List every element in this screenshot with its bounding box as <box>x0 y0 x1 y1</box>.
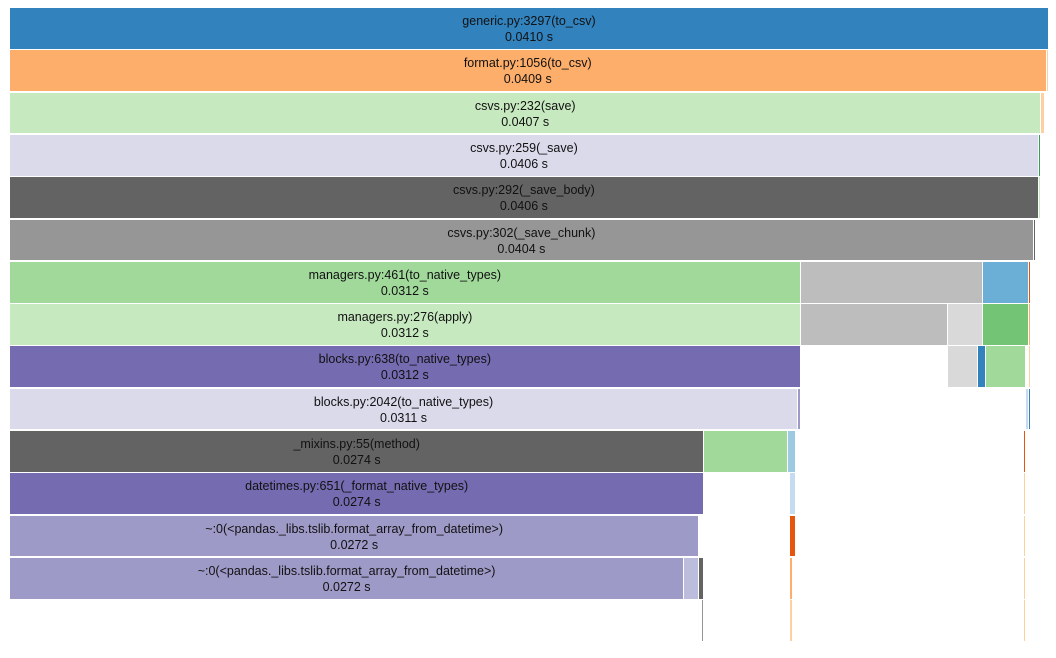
frame-function-label: managers.py:276(apply) <box>337 310 473 325</box>
flame-frame-unlabeled[interactable] <box>1023 600 1026 641</box>
flame-frame-unlabeled[interactable] <box>790 557 793 599</box>
flame-frame[interactable]: blocks.py:638(to_native_types)0.0312 s <box>10 346 800 388</box>
flame-frame-unlabeled[interactable] <box>1028 346 1031 388</box>
flame-frame-unlabeled[interactable] <box>1038 134 1041 176</box>
flame-frame-unlabeled[interactable] <box>947 304 983 345</box>
frame-function-label: managers.py:461(to_native_types) <box>308 267 502 282</box>
frame-function-label: blocks.py:2042(to_native_types) <box>313 394 494 409</box>
flame-frame-unlabeled[interactable] <box>701 600 704 641</box>
frame-function-label: _mixins.py:55(method) <box>293 437 420 451</box>
frame-function-label: ~:0(<pandas._libs.tslib.format_array_fro… <box>197 563 496 578</box>
flame-frame-unlabeled[interactable] <box>1041 92 1044 134</box>
frame-time-label: 0.0410 s <box>505 30 553 44</box>
flame-frame[interactable]: csvs.py:292(_save_body)0.0406 s <box>10 177 1038 218</box>
flame-frame-unlabeled[interactable] <box>1033 219 1036 261</box>
flame-frame-unlabeled[interactable] <box>1023 515 1026 557</box>
flame-frame-unlabeled[interactable] <box>1026 388 1028 430</box>
flame-frame-unlabeled[interactable] <box>798 388 800 430</box>
flame-frame[interactable]: format.py:1056(to_csv)0.0409 s <box>10 50 1046 92</box>
frame-time-label: 0.0272 s <box>322 579 371 594</box>
frame-function-label: csvs.py:259(_save) <box>470 140 578 155</box>
frame-function-label: csvs.py:302(_save_chunk) <box>447 225 596 240</box>
frame-time-label: 0.0407 s <box>501 114 550 129</box>
frame-function-label: csvs.py:232(save) <box>474 98 576 113</box>
flame-frame-unlabeled[interactable] <box>790 515 795 557</box>
frame-time-label: 0.0406 s <box>499 199 548 214</box>
frame-time-label: 0.0312 s <box>380 283 429 298</box>
frame-time-label: 0.0404 s <box>497 241 546 256</box>
frame-function-label: format.py:1056(to_csv) <box>463 56 592 71</box>
flame-frame[interactable]: ~:0(<pandas._libs.tslib.format_array_fro… <box>10 515 699 557</box>
flame-frame-unlabeled[interactable] <box>1028 304 1031 345</box>
flame-frame-unlabeled[interactable] <box>788 431 795 472</box>
flame-frame[interactable]: ~:0(<pandas._libs.tslib.format_array_fro… <box>10 557 684 599</box>
flame-frame-unlabeled[interactable] <box>985 346 1026 388</box>
flame-frame-unlabeled[interactable] <box>800 304 947 345</box>
flame-frame[interactable]: csvs.py:302(_save_chunk)0.0404 s <box>10 219 1033 261</box>
frame-time-label: 0.0312 s <box>380 368 429 383</box>
frame-function-label: blocks.py:638(to_native_types) <box>318 352 491 367</box>
frame-function-label: csvs.py:292(_save_body) <box>453 183 595 198</box>
flame-frame[interactable]: generic.py:3297(to_csv) 0.0410 s <box>10 8 1048 49</box>
flame-frame-unlabeled[interactable] <box>978 346 985 388</box>
flame-frame[interactable]: datetimes.py:651(_format_native_types)0.… <box>10 473 704 515</box>
flame-frame[interactable]: csvs.py:259(_save)0.0406 s <box>10 134 1038 176</box>
flame-frame-unlabeled[interactable] <box>1023 557 1026 599</box>
flame-frame-unlabeled[interactable] <box>790 473 795 515</box>
frame-time-label: 0.0409 s <box>503 72 552 87</box>
frame-time-label: 0.0272 s <box>330 537 379 552</box>
frame-time-label: 0.0406 s <box>499 156 548 171</box>
flame-frame[interactable]: blocks.py:2042(to_native_types)0.0311 s <box>10 388 798 430</box>
flame-frame-unlabeled[interactable] <box>1028 261 1031 303</box>
flame-frame-unlabeled[interactable] <box>1046 50 1048 92</box>
frame-function-label: generic.py:3297(to_csv) <box>462 14 596 28</box>
flame-frame-unlabeled[interactable] <box>1023 431 1026 472</box>
flame-frame-unlabeled[interactable] <box>1038 177 1040 218</box>
flame-frame-unlabeled[interactable] <box>704 431 787 472</box>
flame-frame-unlabeled[interactable] <box>699 557 704 599</box>
flame-frame-unlabeled[interactable] <box>684 557 699 599</box>
frame-time-label: 0.0312 s <box>380 326 429 341</box>
flame-frame[interactable]: csvs.py:232(save)0.0407 s <box>10 92 1041 134</box>
frame-time-label: 0.0274 s <box>332 495 381 510</box>
frame-function-label: ~:0(<pandas._libs.tslib.format_array_fro… <box>205 521 503 536</box>
flame-frame-unlabeled[interactable] <box>983 304 1028 345</box>
flame-frame-unlabeled[interactable] <box>790 600 793 641</box>
flame-frame-unlabeled[interactable] <box>800 261 983 303</box>
flame-frame-unlabeled[interactable] <box>947 346 978 388</box>
frame-function-label: datetimes.py:651(_format_native_types) <box>245 479 469 494</box>
flame-frame[interactable]: managers.py:276(apply)0.0312 s <box>10 304 800 345</box>
flame-frame-unlabeled[interactable] <box>1023 473 1026 515</box>
flame-frame[interactable]: _mixins.py:55(method) 0.0274 s <box>10 431 704 472</box>
flame-frame-unlabeled[interactable] <box>983 261 1028 303</box>
frame-time-label: 0.0311 s <box>380 410 428 425</box>
flame-frame[interactable]: managers.py:461(to_native_types)0.0312 s <box>10 261 800 303</box>
frame-time-label: 0.0274 s <box>332 453 381 467</box>
flame-frame-unlabeled[interactable] <box>1028 388 1031 430</box>
